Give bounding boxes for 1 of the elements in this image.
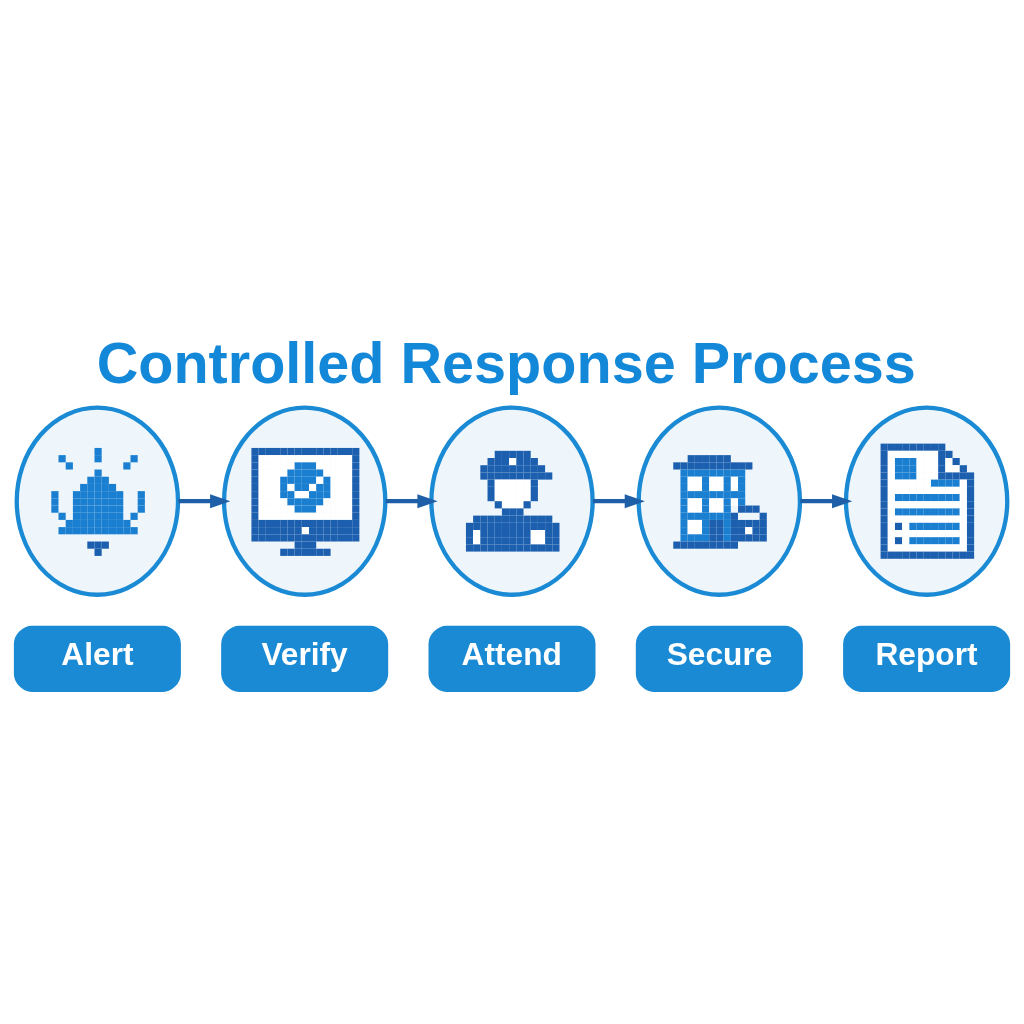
diagram-title: Controlled Response Process [96,331,916,396]
